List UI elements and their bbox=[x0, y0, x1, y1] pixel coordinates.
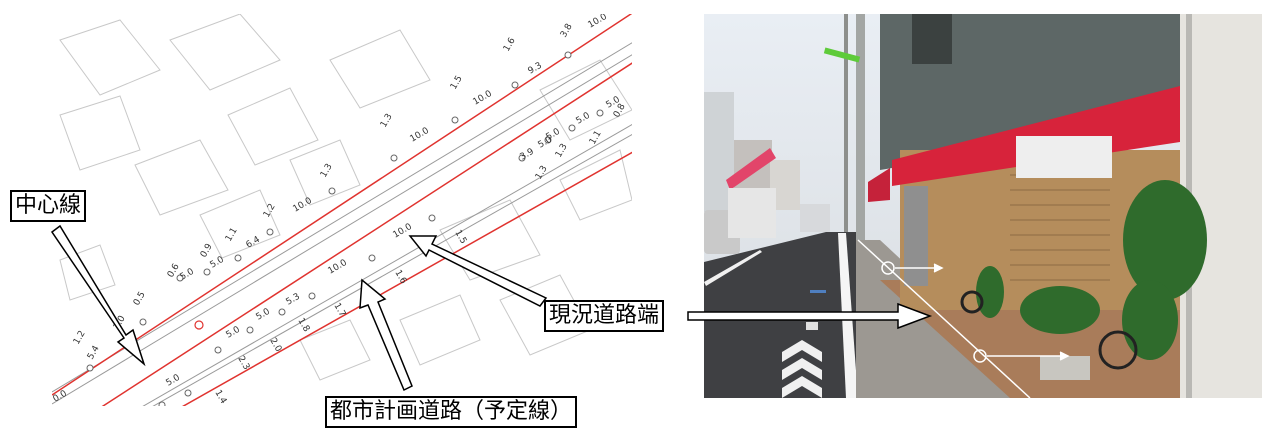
planned-road-arrow bbox=[359, 278, 413, 392]
red-lines bbox=[52, 14, 632, 406]
road-edge-label: 現況道路端 bbox=[544, 300, 665, 332]
survey-points bbox=[86, 51, 604, 406]
photo-annotations bbox=[857, 239, 1070, 398]
road-edge-arrow-photo bbox=[687, 302, 933, 330]
road-boundaries bbox=[52, 42, 632, 406]
road-edge-arrow-map bbox=[408, 235, 548, 307]
centerline-arrow bbox=[50, 224, 146, 367]
red-marker bbox=[194, 320, 204, 330]
street-photo bbox=[704, 14, 1262, 398]
centerline-label: 中心線 bbox=[10, 190, 87, 222]
planned-road-label: 都市計画道路（予定線） bbox=[325, 396, 578, 428]
cadastral-map: 10.0 1.6 3.8 9.3 1.5 10.0 1.3 10.0 5.0 5… bbox=[52, 14, 632, 406]
